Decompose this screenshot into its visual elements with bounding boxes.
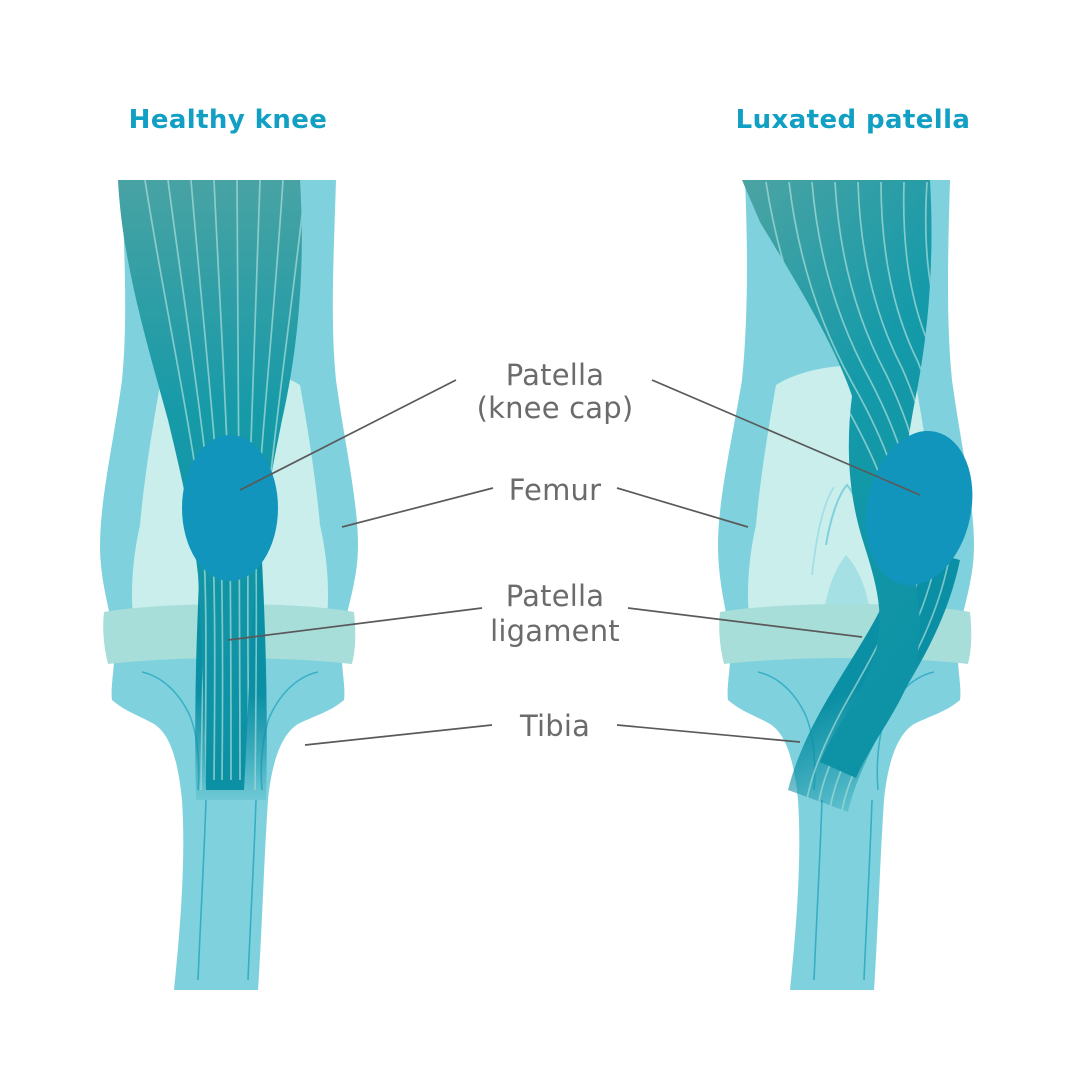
femur-condyle-medial-right (748, 519, 802, 628)
tibia-shaft-line-lateral-left (247, 799, 257, 981)
leader-line-femur-right (616, 487, 749, 528)
leader-line-ligament-left (227, 607, 483, 641)
tibia-shaft-line-medial-left (197, 799, 207, 981)
femur-condyle-lateral-left (274, 519, 328, 628)
callout-label-patella-line1: Patella (506, 358, 604, 392)
leader-line-ligament-right (627, 607, 863, 638)
panel-titles: Healthy knee Luxated patella (129, 105, 971, 135)
luxated-knee-illustration (718, 180, 974, 990)
leader-line-tibia-right (616, 724, 801, 743)
leader-line-tibia-left (304, 724, 493, 746)
patella-bone-left (182, 435, 278, 581)
leader-line-patella-right (651, 379, 921, 496)
leader-line-femur-left (341, 487, 494, 528)
femur-condyle-medial-left (132, 519, 186, 628)
leader-line-patella-left (239, 379, 457, 491)
callout-labels: Patella (knee cap) Femur Patella ligamen… (477, 358, 634, 743)
callout-label-ligament-line1: Patella (506, 579, 604, 613)
callout-label-femur: Femur (509, 473, 602, 507)
callout-label-patella-line2: (knee cap) (477, 391, 634, 425)
tibia-shaft-line-lateral-right (863, 799, 873, 981)
panel-title-luxated: Luxated patella (736, 105, 971, 135)
tibia-shaft-line-medial-right (813, 799, 823, 981)
callout-label-ligament-line2: ligament (490, 614, 620, 648)
trochlear-groove-line-medial-right (811, 486, 835, 576)
patella-bone-right (865, 430, 973, 586)
callout-label-tibia: Tibia (519, 709, 590, 743)
leader-lines-group (227, 379, 921, 746)
healthy-knee-illustration (100, 180, 358, 990)
panel-title-healthy: Healthy knee (129, 105, 328, 135)
